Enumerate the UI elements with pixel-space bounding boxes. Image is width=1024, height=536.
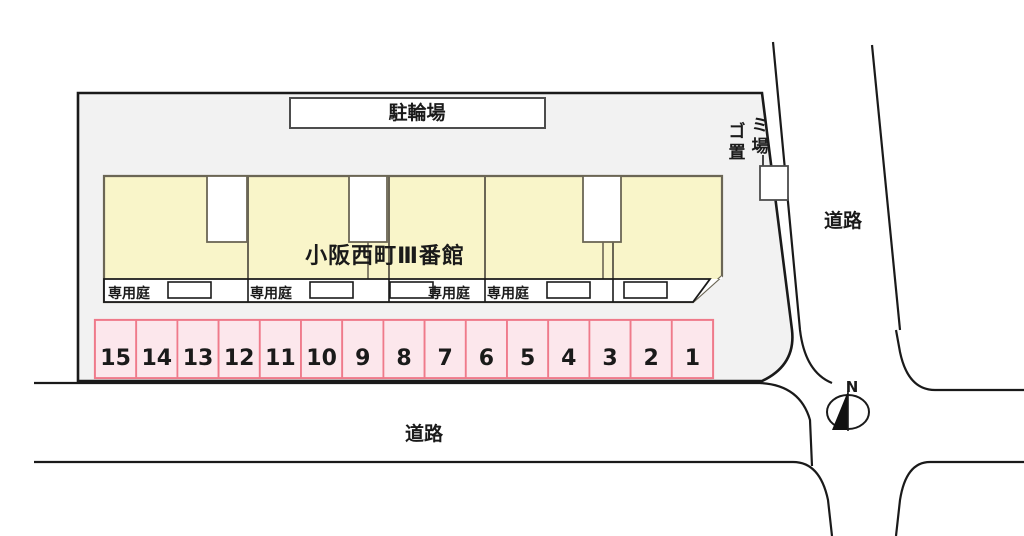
garbage-bin-enclosure [759, 165, 789, 201]
road-right-left-edge [771, 41, 833, 385]
garbage-area-label-char-4: 場 [752, 137, 769, 157]
building-stairwell-2 [348, 175, 388, 243]
parking-stall-1[interactable] [670, 319, 714, 379]
parking-stall-number-13: 13 [183, 346, 214, 371]
parking-stall-number-3: 3 [602, 346, 617, 371]
compass-rose: N [826, 378, 870, 431]
parking-stall-number-5: 5 [520, 346, 535, 371]
road-bottom-upper-edge-right [894, 329, 1024, 392]
building-stairwell-3 [582, 175, 622, 243]
parking-stall-number-4: 4 [561, 346, 576, 371]
private-garden-label-2: 専用庭 [250, 285, 293, 302]
bicycle-parking-box [289, 97, 546, 129]
parking-stall-15[interactable] [94, 319, 138, 379]
parking-stall-number-6: 6 [479, 346, 494, 371]
parking-stall-number-15: 15 [100, 346, 131, 371]
parking-stall-number-2: 2 [644, 346, 659, 371]
private-garden-label-3: 専用庭 [428, 285, 471, 302]
road-label-right: 道路 [824, 209, 863, 232]
road-bottom-upper-edge [34, 381, 814, 467]
private-garden-patio-3 [389, 281, 434, 299]
parking-stall-number-7: 7 [438, 346, 453, 371]
parking-stall-number-10: 10 [306, 346, 337, 371]
private-garden-patio-4 [546, 281, 591, 299]
compass-north-label: N [846, 378, 859, 396]
road-bottom-lower-edge-right [894, 460, 1024, 536]
parking-stall-number-11: 11 [265, 346, 296, 371]
parking-stall-9[interactable] [341, 319, 385, 379]
private-garden-label-4: 専用庭 [487, 285, 530, 302]
building-stairwell-1 [206, 175, 248, 243]
garbage-area-label-char-3: ミ [752, 116, 769, 136]
parking-stall-14[interactable] [135, 319, 179, 379]
parking-stall-2[interactable] [629, 319, 673, 379]
private-garden-strip: 専用庭 専用庭 専用庭 専用庭 [103, 276, 722, 303]
private-garden-patio-2 [309, 281, 354, 299]
private-garden-patio-5 [623, 281, 668, 299]
building-name-label: 小阪西町Ⅲ番館 [305, 243, 465, 269]
private-garden-label-1: 専用庭 [108, 285, 151, 302]
road-bottom-lower-edge-left [34, 460, 834, 536]
parking-stall-number-9: 9 [355, 346, 370, 371]
garbage-area-label-char-1: ゴ [729, 121, 746, 142]
apartment-building: 小阪西町Ⅲ番館 専用庭 専用庭 専用庭 専用庭 [102, 174, 724, 304]
road-right-right-edge [870, 44, 902, 331]
parking-stall-number-12: 12 [224, 346, 255, 371]
garbage-area: ゴ 置 ミ 場 [729, 116, 789, 201]
parking-stall-8[interactable] [382, 319, 426, 379]
compass-needle-dark [832, 391, 848, 430]
bicycle-parking-label: 駐輪場 [388, 101, 445, 124]
bicycle-parking-area: 駐輪場 [289, 97, 546, 129]
parking-stall-3[interactable] [588, 319, 632, 379]
garbage-area-label-char-2: 置 [729, 143, 746, 163]
parking-stall-row: 15 14 13 12 11 10 9 8 7 6 5 4 3 2 1 [93, 318, 715, 380]
parking-stall-12[interactable] [217, 319, 261, 379]
parking-stall-number-14: 14 [141, 346, 172, 371]
parking-stall-13[interactable] [176, 319, 220, 379]
parking-stall-number-1: 1 [685, 346, 700, 371]
road-network [34, 41, 1024, 536]
parking-stall-number-8: 8 [396, 346, 411, 371]
road-label-bottom: 道路 [405, 422, 444, 445]
private-garden-patio-1 [167, 281, 212, 299]
